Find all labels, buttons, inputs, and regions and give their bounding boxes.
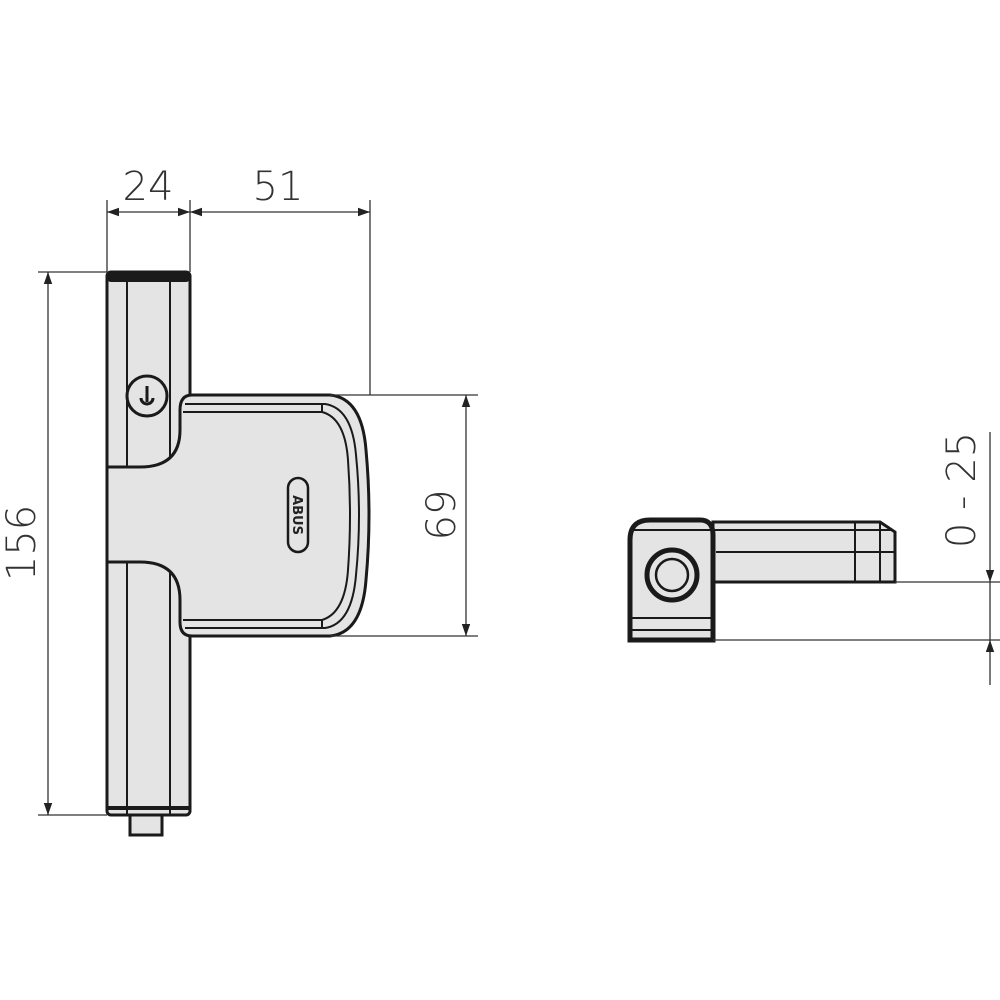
- handle-plate: [105, 393, 371, 638]
- abus-logo: ABUS: [286, 476, 310, 554]
- dimension-24: 24: [106, 164, 191, 272]
- dim-label-adjust-range: 0 - 25: [939, 432, 985, 548]
- dimension-51: 51: [190, 164, 371, 395]
- dim-label-156: 156: [0, 505, 45, 581]
- dimension-156: 156: [0, 271, 107, 816]
- dim-label-69: 69: [419, 490, 465, 541]
- dimension-0-25: 0 - 25: [713, 432, 1000, 685]
- side-view: [627, 517, 897, 643]
- bar-top-cap: [107, 272, 190, 282]
- bottom-pin: [128, 813, 164, 837]
- key-lock-icon: [125, 374, 169, 418]
- dimension-69: 69: [330, 394, 478, 637]
- dim-label-24: 24: [123, 164, 174, 210]
- dim-label-51: 51: [253, 164, 304, 210]
- front-view: ABUS: [105, 270, 371, 837]
- svg-text:ABUS: ABUS: [289, 495, 304, 535]
